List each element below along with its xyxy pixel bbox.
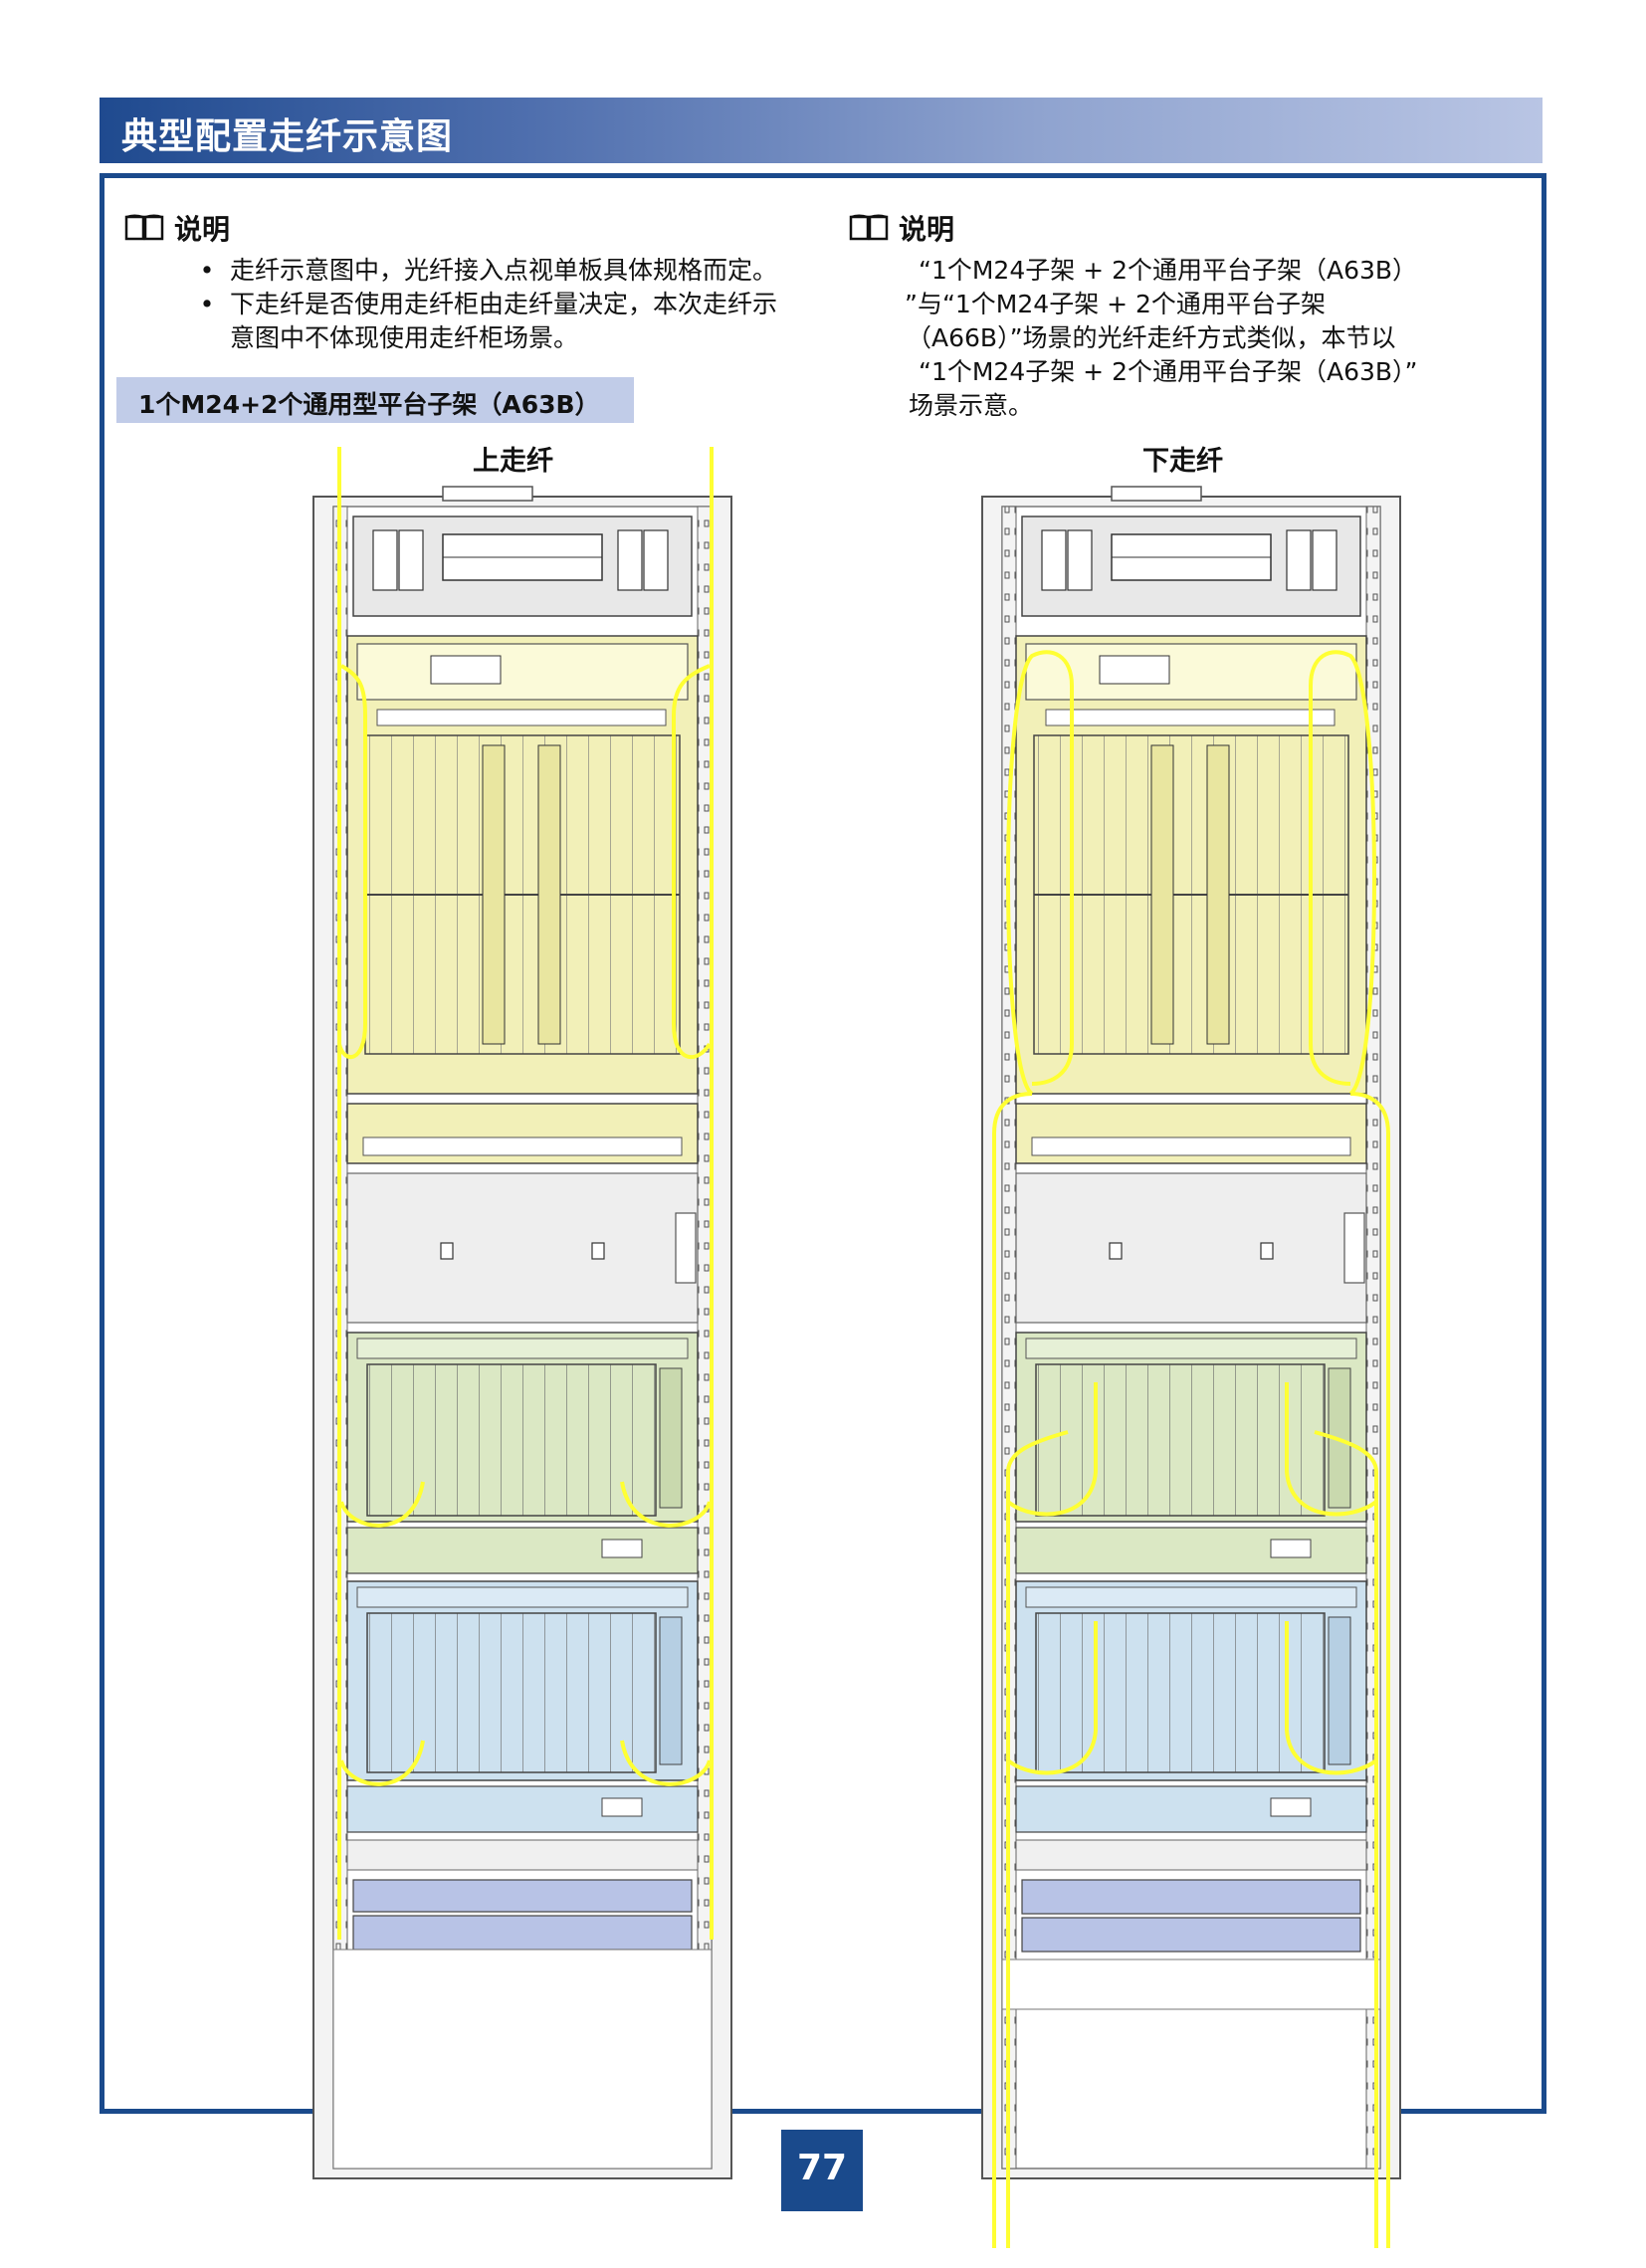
left-note-header: 说明 (124, 208, 230, 248)
rack-diagram-top-routing (312, 447, 732, 2179)
right-note-header: 说明 (849, 208, 954, 248)
page-number-box: 77 (781, 2130, 863, 2211)
page-number: 77 (796, 2148, 848, 2188)
list-item: •走纤示意图中，光纤接入点视单板具体规格而定。 (184, 254, 821, 288)
page-title: 典型配置走纤示意图 (121, 116, 454, 157)
note-line: “1个M24子架 + 2个通用平台子架（A63B） (919, 256, 1418, 285)
fiber-routes (992, 650, 1390, 2248)
note-line: 场景示意。 (909, 391, 1034, 420)
header-bar: 典型配置走纤示意图 (100, 98, 1543, 163)
left-note-label: 说明 (174, 213, 231, 246)
bullet-text: 走纤示意图中，光纤接入点视单板具体规格而定。 (230, 256, 778, 285)
section-banner: 1个M24+2个通用型平台子架（A63B） (116, 377, 634, 423)
list-item: •下走纤是否使用走纤柜由走纤量决定，本次走纤示意图中不体现使用走纤柜场景。 (184, 288, 821, 355)
section-title: 1个M24+2个通用型平台子架（A63B） (138, 390, 600, 419)
rack-diagram-bottom-routing (981, 486, 1401, 2248)
diagram-label-top-routing: 上走纤 (473, 446, 553, 477)
note-line: （A66B）”场景的光纤走纤方式类似，本节以 (907, 323, 1396, 352)
note-line: ”与“1个M24子架 + 2个通用平台子架 (905, 290, 1326, 318)
right-note-text: “1个M24子架 + 2个通用平台子架（A63B） ”与“1个M24子架 + 2… (905, 254, 1516, 423)
bottom-panel (352, 1879, 693, 1913)
book-icon (124, 214, 164, 241)
blank-panel (346, 1172, 699, 1324)
bottom-panel (1021, 1879, 1361, 1915)
bullet-text: 下走纤是否使用走纤柜由走纤量决定，本次走纤示意图中不体现使用走纤柜场景。 (230, 290, 778, 352)
note-line: “1个M24子架 + 2个通用平台子架（A63B）” (919, 357, 1418, 386)
content-frame: 说明 •走纤示意图中，光纤接入点视单板具体规格而定。 •下走纤是否使用走纤柜由走… (100, 173, 1546, 2248)
blank-panel (1015, 1172, 1367, 1324)
book-icon (849, 214, 889, 241)
left-note-bullets: •走纤示意图中，光纤接入点视单板具体规格而定。 •下走纤是否使用走纤柜由走纤量决… (184, 254, 821, 355)
right-note-label: 说明 (899, 213, 955, 246)
diagram-label-bottom-routing: 下走纤 (1142, 446, 1223, 477)
fiber-routes (337, 447, 714, 1940)
